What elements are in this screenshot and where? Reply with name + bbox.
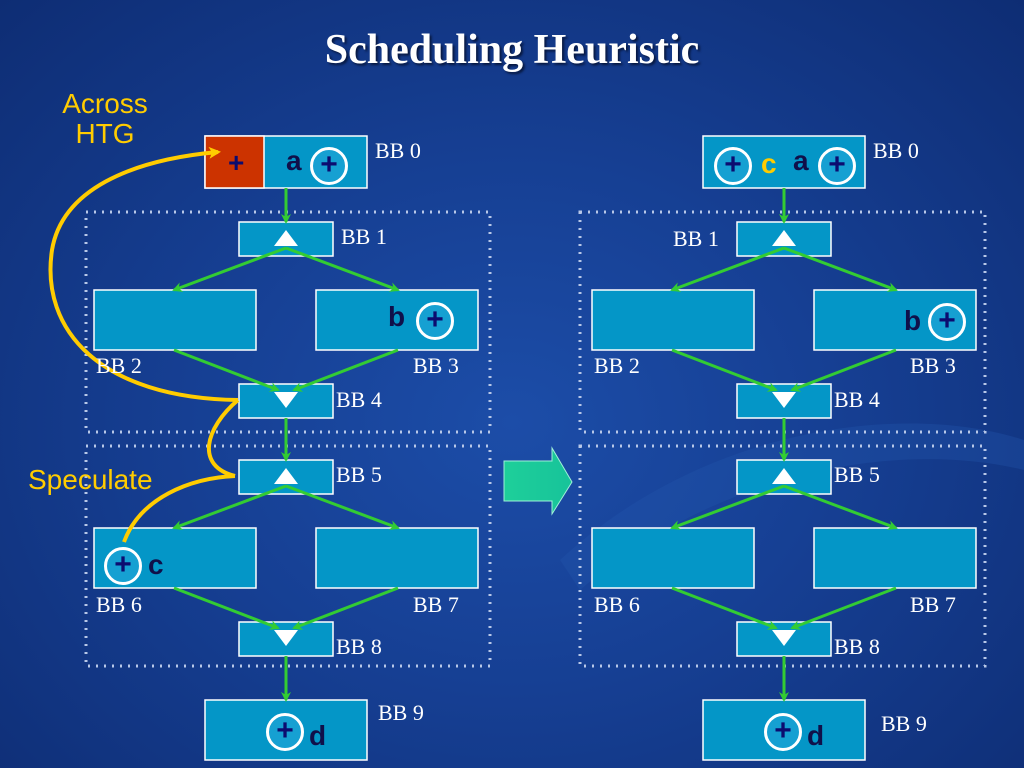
right-bb9-var-d: d <box>807 720 825 751</box>
left-yellow-arrows <box>48 146 240 543</box>
left-bb0-plus-icon: + <box>310 147 348 185</box>
left-bb9-plus-icon: + <box>266 713 304 751</box>
right-bb8-label: BB 8 <box>834 634 880 659</box>
left-bb3-var-b: b <box>388 301 406 332</box>
right-bb8-merge-icon <box>772 630 796 646</box>
right-bb2-node <box>591 289 755 351</box>
left-bb4-merge-icon <box>274 392 298 408</box>
left-bb2-label: BB 2 <box>96 353 142 378</box>
right-bb3-var-b: b <box>904 305 922 336</box>
left-bb3-label: BB 3 <box>413 353 459 378</box>
right-bb5-label: BB 5 <box>834 462 880 487</box>
right-bb0-var-c: c <box>761 148 777 179</box>
left-bb8-merge-icon <box>274 630 298 646</box>
page-title: Scheduling Heuristic <box>324 27 700 73</box>
left-bb7-label: BB 7 <box>413 592 459 617</box>
right-bb1-branch-icon <box>772 230 796 246</box>
across-htg-arrow <box>48 146 239 402</box>
left-bb6-plus-icon: + <box>104 547 142 585</box>
left-bb0-var-a: a <box>286 145 302 176</box>
right-bb6-label: BB 6 <box>594 592 640 617</box>
left-bb1-label: BB 1 <box>341 224 387 249</box>
right-bb6-node <box>591 527 755 589</box>
right-bb5-branch-icon <box>772 468 796 484</box>
right-bb0-label: BB 0 <box>873 138 919 163</box>
left-bb5-branch-icon <box>274 468 298 484</box>
left-bb4-label: BB 4 <box>336 387 382 412</box>
right-bb0-plus-icon-a: + <box>818 147 856 185</box>
left-bb6-label: BB 6 <box>96 592 142 617</box>
right-bb7-label: BB 7 <box>910 592 956 617</box>
left-bb1-branch-icon <box>274 230 298 246</box>
left-edges <box>172 188 400 702</box>
right-bb7-node <box>813 527 977 589</box>
right-bb4-merge-icon <box>772 392 796 408</box>
right-bb4-label: BB 4 <box>834 387 880 412</box>
left-bb7-node <box>315 527 479 589</box>
speculate-arrow-mid <box>207 398 240 478</box>
left-bb0-plus-moved: + <box>228 147 245 178</box>
left-bb8-label: BB 8 <box>336 634 382 659</box>
left-region-2 <box>84 444 492 668</box>
background-swoosh <box>560 423 1024 590</box>
right-bb8-node <box>736 621 832 657</box>
right-bb0-plus-icon-c: + <box>714 147 752 185</box>
left-bb9-var-d: d <box>309 720 327 751</box>
left-region-1 <box>84 210 492 434</box>
right-bb1-label: BB 1 <box>673 226 719 251</box>
right-bb0-var-a: a <box>793 145 809 176</box>
left-bb6-var-c: c <box>148 549 164 580</box>
right-edges <box>670 188 898 702</box>
left-bb3-plus-icon: + <box>416 302 454 340</box>
right-bb9-plus-icon: + <box>764 713 802 751</box>
transform-arrow-icon <box>503 446 573 516</box>
across-htg-label: Across HTG <box>62 88 148 149</box>
right-bb2-label: BB 2 <box>594 353 640 378</box>
speculate-arrow <box>122 474 236 543</box>
left-bb0-red-slot <box>204 135 265 189</box>
right-bb9-label: BB 9 <box>881 711 927 736</box>
left-bb9-label: BB 9 <box>378 700 424 725</box>
right-bb3-plus-icon: + <box>928 303 966 341</box>
left-bb5-label: BB 5 <box>336 462 382 487</box>
left-bb0-label: BB 0 <box>375 138 421 163</box>
left-bb2-node <box>93 289 257 351</box>
right-bb3-label: BB 3 <box>910 353 956 378</box>
speculate-label: Speculate <box>28 464 153 495</box>
